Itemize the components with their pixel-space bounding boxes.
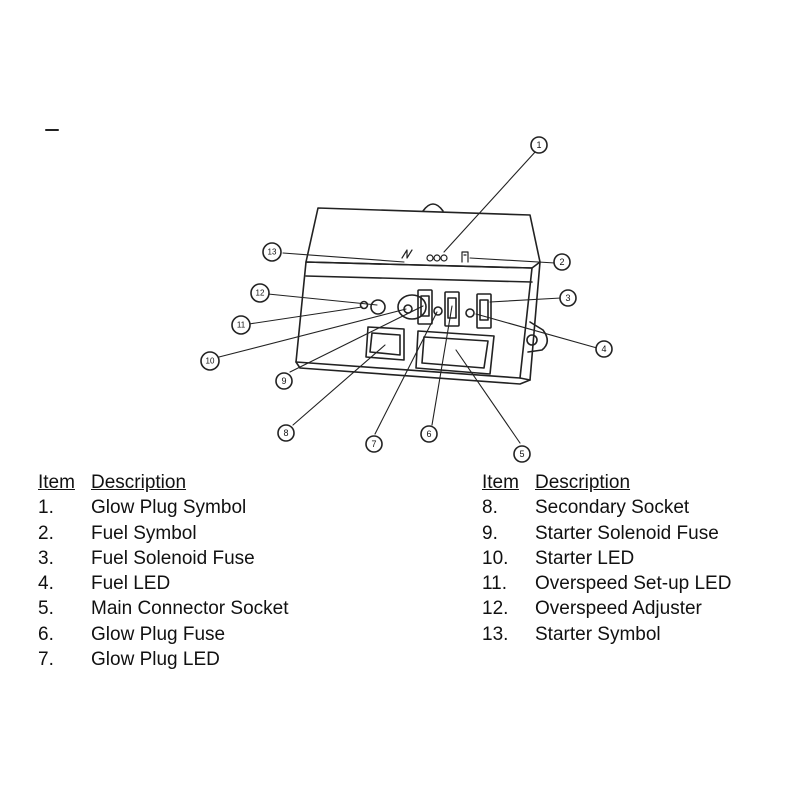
legend-row: 4. Fuel LED: [38, 571, 289, 596]
item-header: Item: [482, 472, 519, 493]
callout-4: 4: [601, 344, 606, 354]
glow-plug-fuse: [444, 291, 460, 327]
callout-11: 11: [237, 321, 246, 330]
callout-5: 5: [519, 449, 524, 459]
legend-desc: Fuel Symbol: [91, 522, 197, 544]
legend-desc: Starter Symbol: [535, 623, 661, 645]
legend-desc: Glow Plug Symbol: [91, 497, 247, 519]
fuel-led: [465, 308, 475, 318]
legend-num: 2.: [38, 522, 54, 544]
glow-plug-led: [433, 306, 443, 316]
legend-row: 2. Fuel Symbol: [38, 521, 289, 546]
callout-8: 8: [283, 428, 288, 438]
fuel-symbol-icon: [461, 251, 469, 263]
callout-3: 3: [565, 293, 570, 303]
legend-num: 8.: [482, 497, 498, 519]
legend-desc: Overspeed Set-up LED: [535, 573, 732, 595]
legend-right: Item Description 8. Secondary Socket 9. St…: [482, 470, 731, 647]
side-mount-hole: [526, 334, 538, 346]
top-mount-tab: [422, 203, 444, 212]
legend-desc: Main Connector Socket: [91, 598, 289, 620]
legend-num: 12.: [482, 598, 509, 620]
legend-num: 6.: [38, 623, 54, 645]
item-header: Item: [38, 472, 75, 493]
callout-circles: [200, 136, 613, 463]
legend-desc: Fuel LED: [91, 573, 171, 595]
legend-row: 3. Fuel Solenoid Fuse: [38, 546, 289, 571]
callout-1: 1: [536, 140, 541, 150]
overspeed-led: [359, 300, 369, 310]
legend-desc: Overspeed Adjuster: [535, 598, 702, 620]
callout-6: 6: [426, 429, 431, 439]
controller-diagram: 1 2 3 4 5 6 7 8 9 10 11 12 13: [45, 129, 613, 463]
legend-num: 9.: [482, 522, 498, 544]
legend-desc: Secondary Socket: [535, 497, 690, 519]
legend-row: 5. Main Connector Socket: [38, 596, 289, 621]
legend-row: 11. Overspeed Set-up LED: [482, 571, 731, 596]
legend-num: 5.: [38, 598, 54, 620]
callout-12: 12: [256, 289, 265, 298]
legend-row: 1. Glow Plug Symbol: [38, 495, 289, 520]
legend-row: 10. Starter LED: [482, 546, 731, 571]
callout-10: 10: [206, 357, 215, 366]
secondary-socket: [365, 326, 405, 361]
callout-7: 7: [371, 439, 376, 449]
legend-row: 9. Starter Solenoid Fuse: [482, 521, 731, 546]
controller-top-face: [305, 207, 541, 269]
description-header: Description: [91, 472, 187, 493]
legend-desc: Fuel Solenoid Fuse: [91, 547, 255, 569]
legend-header: Item Description: [38, 470, 289, 495]
legend-header: Item Description: [482, 470, 731, 495]
legend-row: 12. Overspeed Adjuster: [482, 596, 731, 621]
legend-left: Item Description 1. Glow Plug Symbol 2. Fu…: [38, 470, 289, 672]
callout-9: 9: [281, 376, 286, 386]
legend-num: 4.: [38, 573, 54, 595]
legend-num: 11.: [482, 573, 508, 595]
callout-2: 2: [559, 257, 564, 267]
legend-desc: Glow Plug LED: [91, 649, 220, 671]
legend-row: 13. Starter Symbol: [482, 622, 731, 647]
callout-13: 13: [268, 248, 277, 257]
legend-num: 1.: [38, 497, 54, 519]
legend-desc: Starter Solenoid Fuse: [535, 522, 719, 544]
overspeed-adjuster: [370, 299, 386, 315]
legend-desc: Starter LED: [535, 547, 635, 569]
side-mount-tab: [527, 321, 549, 353]
starter-symbol-icon: [401, 249, 413, 259]
legend-row: 6. Glow Plug Fuse: [38, 622, 289, 647]
glow-plug-symbol-icon: [426, 254, 448, 262]
legend-num: 3.: [38, 547, 54, 569]
legend-row: 8. Secondary Socket: [482, 495, 731, 520]
legend-row: 7. Glow Plug LED: [38, 647, 289, 672]
description-header: Description: [535, 472, 631, 493]
legend-desc: Glow Plug Fuse: [91, 623, 226, 645]
fuel-solenoid-fuse: [476, 293, 492, 329]
starter-solenoid-fuse: [417, 289, 433, 325]
legend-num: 10.: [482, 547, 509, 569]
main-connector-socket: [415, 330, 495, 375]
legend-num: 13.: [482, 623, 509, 645]
legend-num: 7.: [38, 649, 54, 671]
